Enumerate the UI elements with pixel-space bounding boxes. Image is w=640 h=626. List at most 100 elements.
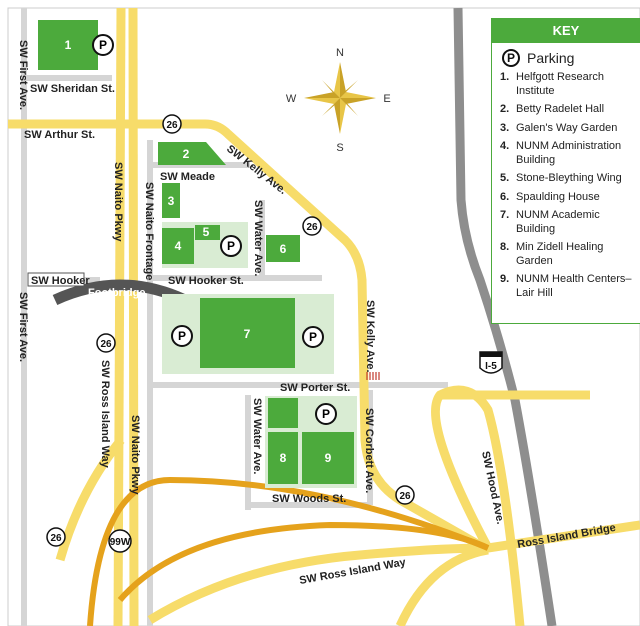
hood-ave-road xyxy=(430,385,525,626)
building-6[interactable] xyxy=(266,235,300,262)
compass-rose: N S E W xyxy=(286,47,391,154)
ramp-loop-south xyxy=(117,521,490,602)
major-roads xyxy=(8,7,640,626)
key-item-2: 2.Betty Radelet Hall xyxy=(500,103,605,115)
ross-island-way-west-road xyxy=(55,437,125,562)
parking-markers: P P P P P xyxy=(92,34,337,425)
svg-text:P: P xyxy=(99,38,107,52)
naito-pkwy-road xyxy=(113,7,126,626)
building-4-label: 4 xyxy=(175,239,182,253)
street-first-ave-south: SW First Ave. xyxy=(17,292,29,362)
building-9-label: 9 xyxy=(325,451,332,465)
key-item-5: 5.Stone-Bleything Wing xyxy=(500,172,622,184)
street-hooker: SW Hooker xyxy=(31,275,90,287)
map-frame xyxy=(7,7,640,626)
parking-marker-7-east[interactable]: P xyxy=(302,326,324,348)
route-shields: 26 26 26 26 26 99W I-5 xyxy=(46,114,503,553)
buildings xyxy=(38,20,354,484)
key-parking-label: Parking xyxy=(527,50,575,66)
svg-text:I-5: I-5 xyxy=(485,361,497,372)
street-naito-pkwy-north: SW Naito Pkwy xyxy=(112,162,124,242)
south-ramp-road xyxy=(395,545,489,626)
route-26-shield-southwest: 26 xyxy=(46,527,66,547)
route-26-shield-arthur: 26 xyxy=(162,114,182,134)
street-woods: SW Woods St. xyxy=(272,493,346,505)
rail-ticks xyxy=(366,372,380,380)
route-26-shield-naito: 26 xyxy=(96,333,116,353)
route-26-kelly-road xyxy=(8,119,491,554)
parking-marker-7-west[interactable]: P xyxy=(171,325,193,347)
map-key: KEY P Parking 1.Helfgott Research Instit… xyxy=(491,18,640,324)
route-26-shield-kelly: 26 xyxy=(302,216,322,236)
street-ross-island-bridge: Ross Island Bridge xyxy=(516,522,616,551)
key-item-7: 7.NUNM Academic Building xyxy=(500,209,600,235)
svg-text:26: 26 xyxy=(399,491,411,502)
street-naito-frontage: SW Naito Frontage xyxy=(143,182,155,280)
building-1-label: 1 xyxy=(65,38,72,52)
street-first-ave-north: SW First Ave. xyxy=(17,40,29,110)
svg-text:P: P xyxy=(227,239,235,253)
key-item-4: 4.NUNM Administration Building xyxy=(500,140,622,166)
interstate-i5-road xyxy=(453,7,557,626)
street-arthur: SW Arthur St. xyxy=(24,129,95,141)
naito-pkwy-road-2 xyxy=(128,7,139,626)
parking-marker-9[interactable]: P xyxy=(315,403,337,425)
street-kelly-south: SW Kelly Ave. xyxy=(364,300,376,373)
building-8[interactable] xyxy=(268,432,298,484)
street-water-ave-south: SW Water Ave. xyxy=(251,398,263,474)
key-list: 1.Helfgott Research Institute 2.Betty Ra… xyxy=(492,71,640,300)
building-9[interactable] xyxy=(302,432,354,484)
street-corbett: SW Corbett Ave. xyxy=(363,408,375,493)
svg-text:26: 26 xyxy=(50,533,62,544)
svg-text:26: 26 xyxy=(100,339,112,350)
key-item-9: 9.NUNM Health Centers– Lair Hill xyxy=(500,273,632,299)
street-footbridge: Footbridge xyxy=(88,287,145,299)
ramp-roads xyxy=(87,476,490,626)
building-2-label: 2 xyxy=(183,147,190,161)
parking-icon: P xyxy=(502,49,520,67)
hooker-sign xyxy=(27,272,85,287)
svg-text:P: P xyxy=(309,330,317,344)
svg-text:26: 26 xyxy=(166,120,178,131)
building-7[interactable] xyxy=(200,298,295,368)
key-title: KEY xyxy=(492,19,640,43)
compass-w: W xyxy=(286,93,297,105)
street-hooker-st: SW Hooker St. xyxy=(168,275,244,287)
building-7-label: 7 xyxy=(244,327,251,341)
route-26-shield-east: 26 xyxy=(395,485,415,505)
street-water-ave-north: SW Water Ave. xyxy=(252,200,264,276)
route-99w-shield: 99W xyxy=(108,529,132,553)
compass-s: S xyxy=(336,142,343,154)
street-porter: SW Porter St. xyxy=(280,382,350,394)
building-3[interactable] xyxy=(162,183,180,218)
building-3-label: 3 xyxy=(168,194,175,208)
key-item-6: 6.Spaulding House xyxy=(500,190,600,203)
key-item-1: 1.Helfgott Research Institute xyxy=(500,71,605,97)
svg-text:99W: 99W xyxy=(110,537,131,548)
street-meade: SW Meade xyxy=(160,171,215,183)
building-4[interactable] xyxy=(162,228,194,264)
key-parking-row: P Parking xyxy=(492,43,640,71)
svg-text:26: 26 xyxy=(306,222,318,233)
street-kelly-north: SW Kelly Ave. xyxy=(224,143,289,197)
building-6-label: 6 xyxy=(280,242,287,256)
street-ross-island-way-north: SW Ross Island Way xyxy=(99,360,111,469)
compass-e: E xyxy=(383,93,390,105)
building-2[interactable] xyxy=(158,142,226,165)
building-1[interactable] xyxy=(38,20,98,70)
building-8-label: 8 xyxy=(280,451,287,465)
parking-marker-4[interactable]: P xyxy=(220,235,242,257)
building-labels: 1 2 3 4 5 6 7 8 9 xyxy=(65,38,332,465)
compass-n: N xyxy=(336,47,344,59)
key-item-3: 3.Galen's Way Garden xyxy=(500,121,618,134)
ramp-loop-north xyxy=(87,476,490,626)
interstate-i5-shield: I-5 xyxy=(479,351,503,374)
parking-marker-1[interactable]: P xyxy=(92,34,114,56)
building-5[interactable] xyxy=(195,225,220,240)
building-8-annex[interactable] xyxy=(268,398,298,428)
svg-text:P: P xyxy=(178,329,186,343)
street-naito-pkwy-south: SW Naito Pkwy xyxy=(129,415,141,495)
building-5-label: 5 xyxy=(203,225,210,239)
